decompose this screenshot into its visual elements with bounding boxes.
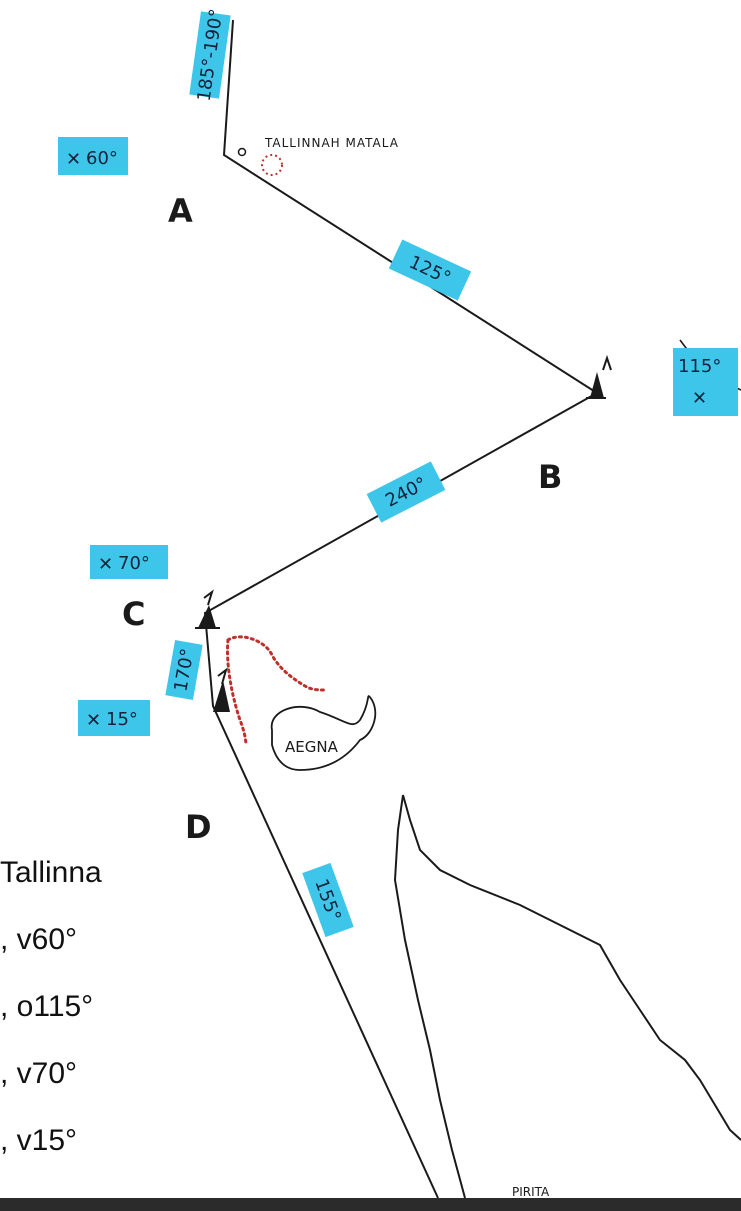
bearing-a-label: 60°	[86, 148, 118, 169]
caption-line-1: Tallinna	[0, 856, 102, 889]
waypoint-circle	[237, 147, 247, 157]
bearing-b-label: 115°	[678, 356, 721, 377]
bearing-compass-icon: ✕	[86, 710, 101, 731]
lighthouse-icon	[586, 354, 612, 399]
bottom-place-label: PIRITA	[512, 1185, 550, 1199]
lighthouse-icon	[195, 589, 220, 629]
island-aegna	[271, 695, 377, 771]
course-tag-ab: 125°	[388, 239, 472, 301]
shoal-label: TALLINNAH MATALA	[264, 136, 399, 150]
point-label-d: D	[185, 808, 212, 846]
coastline	[402, 794, 741, 1141]
island-label: AEGNA	[285, 738, 339, 756]
tallinn-shoal-marker	[261, 154, 283, 176]
bearing-compass-icon: ✕	[66, 149, 81, 170]
coastline-inner	[393, 794, 466, 1199]
point-label-a: A	[168, 192, 193, 230]
course-tag-d-south: 155°	[302, 862, 354, 938]
caption-line-2: , v60°	[0, 923, 78, 956]
bearing-d-label: 15°	[106, 709, 138, 730]
bearing-tag-b: 115° ✕	[673, 348, 738, 416]
bearing-tag-d: ✕ 15°	[78, 700, 150, 736]
bearing-tag-a: ✕ 60°	[58, 137, 128, 175]
bottom-bar	[0, 1198, 741, 1211]
bearing-tag-c: ✕ 70°	[90, 545, 168, 579]
bearing-c-label: 70°	[118, 553, 150, 574]
lighthouse-icon	[213, 667, 230, 712]
course-tag-cd: 170°	[165, 639, 203, 701]
caption-line-3: , o115°	[0, 990, 94, 1023]
shoal-dots-2	[226, 638, 248, 747]
shoal-dots	[226, 635, 327, 692]
course-tag-bc: 240°	[366, 461, 446, 523]
point-label-b: B	[538, 458, 562, 496]
bearing-compass-icon: ✕	[98, 554, 113, 575]
course-tag-top: 185°-190°	[189, 7, 231, 103]
caption-line-4: , v70°	[0, 1057, 78, 1090]
point-label-c: C	[122, 595, 145, 633]
bearing-compass-icon: ✕	[692, 388, 707, 409]
caption-line-5: , v15°	[0, 1124, 78, 1157]
route-line	[203, 19, 599, 1199]
